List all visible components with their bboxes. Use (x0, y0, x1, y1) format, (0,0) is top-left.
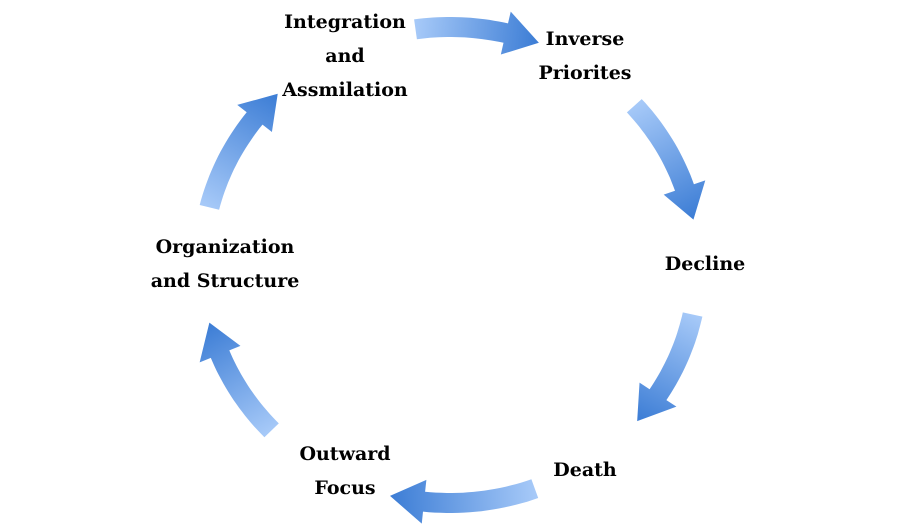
cycle-arrow-3 (637, 312, 703, 422)
stage-integration-and-assimilation: Integration and Assmilation (282, 5, 407, 107)
cycle-arrow-2 (626, 99, 706, 220)
stage-label-line: Integration (284, 11, 406, 33)
stage-label-line: Focus (314, 477, 376, 499)
stage-organization-and-structure: Organization and Structure (151, 230, 300, 298)
stage-label-line: Decline (664, 253, 746, 275)
stage-label-line: Priorites (538, 62, 632, 84)
stage-label-line: Organization (155, 236, 295, 258)
stage-label-line: Outward (299, 443, 391, 465)
stage-label-line: Death (553, 459, 617, 481)
stage-inverse-priorities: Inverse Priorites (539, 22, 632, 90)
stage-label-line: Inverse (545, 28, 625, 50)
stage-death: Death (553, 453, 616, 487)
stage-label-line: and Structure (150, 270, 300, 292)
cycle-arrow-6 (199, 93, 278, 210)
stage-label-line: Assmilation (282, 79, 408, 101)
cycle-arrow-5 (199, 322, 279, 438)
stage-decline: Decline (665, 247, 745, 281)
cycle-arrow-4 (390, 479, 539, 524)
stage-label-line: and (325, 45, 365, 67)
stage-outward-focus: Outward Focus (299, 437, 390, 505)
cycle-arrow-1 (414, 11, 539, 55)
